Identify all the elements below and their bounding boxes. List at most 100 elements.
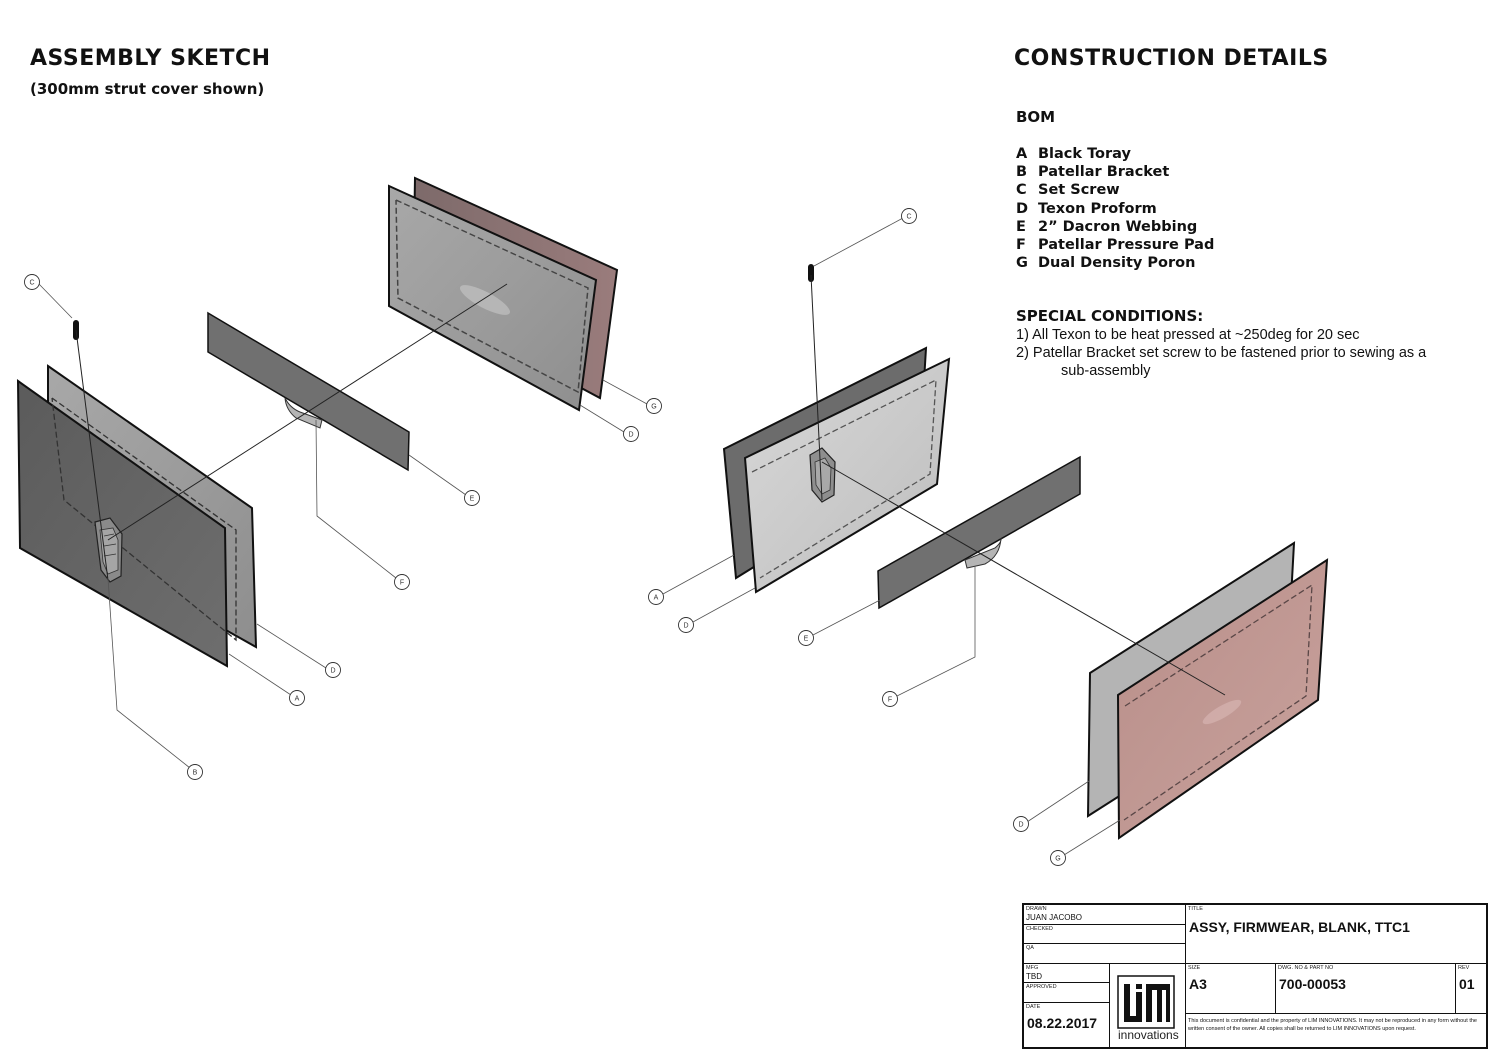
callout-left-e: E bbox=[464, 490, 480, 506]
callout-right-c: C bbox=[901, 208, 917, 224]
bom-item-key: A bbox=[1016, 146, 1028, 162]
bom-item-c: C Set Screw bbox=[1016, 181, 1214, 199]
left-leaders bbox=[37, 282, 648, 769]
tb-mfg-cell: MFG TBD bbox=[1024, 964, 1110, 983]
callout-left-c: C bbox=[24, 274, 40, 290]
tb-size-value: A3 bbox=[1189, 976, 1207, 992]
left-pressure-pad bbox=[284, 397, 323, 429]
condition-text: 1) All Texon to be heat pressed at ~250d… bbox=[1016, 327, 1360, 343]
callout-right-d: D bbox=[678, 617, 694, 633]
callout-letter: D bbox=[628, 432, 633, 439]
callout-right-e: E bbox=[798, 630, 814, 646]
right-assembly bbox=[722, 264, 1329, 840]
tb-date-cell: DATE 08.22.2017 bbox=[1024, 1003, 1110, 1047]
condition-item: 1) All Texon to be heat pressed at ~250d… bbox=[1016, 326, 1476, 344]
callout-left-a: A bbox=[289, 690, 305, 706]
right-texon-back-panel bbox=[743, 357, 951, 594]
callout-letter: D bbox=[330, 668, 335, 675]
lim-logo-word: innovations bbox=[1118, 1028, 1179, 1042]
bom-item-label: Black Toray bbox=[1038, 146, 1131, 162]
right-poron-stitch bbox=[1123, 583, 1313, 821]
bom-item-a: A Black Toray bbox=[1016, 145, 1214, 163]
right-set-screw bbox=[808, 264, 814, 282]
left-toray-stitch bbox=[51, 397, 237, 642]
bom-heading: BOM bbox=[1016, 108, 1056, 126]
left-toray-panel bbox=[16, 379, 229, 668]
construction-title: CONSTRUCTION DETAILS bbox=[1014, 46, 1329, 71]
tb-mfg-value: TBD bbox=[1026, 972, 1042, 981]
callout-left-d: D bbox=[325, 662, 341, 678]
callout-left-d: D bbox=[623, 426, 639, 442]
callout-letter: C bbox=[906, 214, 911, 221]
bom-item-e: E 2” Dacron Webbing bbox=[1016, 218, 1214, 236]
tb-qa-cell: QA bbox=[1024, 944, 1186, 964]
right-leaders bbox=[662, 217, 1121, 856]
callout-letter: G bbox=[651, 404, 656, 411]
tb-rev-cell: REV 01 bbox=[1456, 964, 1486, 1014]
right-texon-back-stitch bbox=[751, 378, 937, 579]
callout-right-d: D bbox=[1013, 816, 1029, 832]
left-assembly bbox=[16, 176, 619, 668]
tb-confidential-note: This document is confidential and the pr… bbox=[1188, 1018, 1477, 1032]
special-conditions-heading: SPECIAL CONDITIONS: bbox=[1016, 307, 1204, 325]
callout-right-a: A bbox=[648, 589, 664, 605]
tb-approved-cell: APPROVED bbox=[1024, 983, 1110, 1003]
callout-letter: C bbox=[29, 280, 34, 287]
bom-item-key: D bbox=[1016, 200, 1029, 217]
bom-item-label: Patellar Bracket bbox=[1038, 164, 1170, 181]
left-webbing-strap bbox=[207, 311, 410, 472]
lim-logo-mark bbox=[1117, 975, 1175, 1029]
tb-drawn-cell: DRAWN JUAN JACOBO bbox=[1024, 905, 1186, 925]
bom-item-label: Set Screw bbox=[1038, 182, 1120, 199]
left-texon-back-stitch bbox=[395, 199, 589, 394]
tb-date-value: 08.22.2017 bbox=[1027, 1015, 1098, 1031]
tb-dwg-value: 700-00053 bbox=[1279, 976, 1346, 992]
callout-right-g: G bbox=[1050, 850, 1066, 866]
callout-left-g: G bbox=[646, 398, 662, 414]
tb-confidential-cell: This document is confidential and the pr… bbox=[1186, 1014, 1486, 1047]
special-conditions-list: 1) All Texon to be heat pressed at ~250d… bbox=[1016, 326, 1476, 381]
bom-item-label: 2” Dacron Webbing bbox=[1038, 218, 1198, 235]
bom-item-b: B Patellar Bracket bbox=[1016, 163, 1214, 181]
bom-item-key: G bbox=[1016, 255, 1028, 272]
callout-letter: A bbox=[654, 595, 659, 602]
bom-item-d: D Texon Proform bbox=[1016, 200, 1214, 218]
callout-letter: B bbox=[193, 770, 198, 777]
callout-letter: E bbox=[804, 636, 809, 643]
callout-letter: F bbox=[888, 697, 892, 704]
assembly-subtitle: (300mm strut cover shown) bbox=[30, 80, 265, 98]
condition-text: 2) Patellar Bracket set screw to be fast… bbox=[1016, 345, 1427, 362]
tb-drawn-value: JUAN JACOBO bbox=[1026, 913, 1083, 922]
bom-item-key: F bbox=[1016, 237, 1026, 254]
condition-item: 2) Patellar Bracket set screw to be fast… bbox=[1016, 344, 1476, 380]
callout-letter: F bbox=[400, 580, 404, 587]
callout-left-f: F bbox=[394, 574, 410, 590]
callout-letter: E bbox=[470, 496, 475, 503]
callout-right-f: F bbox=[882, 691, 898, 707]
callout-letter: A bbox=[295, 696, 300, 703]
bom-item-key: B bbox=[1016, 164, 1028, 181]
bom-item-g: G Dual Density Poron bbox=[1016, 254, 1214, 272]
bom-item-label: Dual Density Poron bbox=[1038, 255, 1196, 272]
right-poron-panel bbox=[1116, 558, 1329, 840]
bom-item-label: Texon Proform bbox=[1038, 200, 1157, 217]
condition-continuation: sub-assembly bbox=[1061, 363, 1151, 380]
title-block: DRAWN JUAN JACOBO CHECKED QA MFG TBD APP… bbox=[1022, 903, 1488, 1049]
assembly-title: ASSEMBLY SKETCH bbox=[30, 46, 271, 71]
tb-size-cell: SIZE A3 bbox=[1186, 964, 1276, 1014]
right-webbing-strap bbox=[877, 455, 1081, 610]
tb-title-value: ASSY, FIRMWEAR, BLANK, TTC1 bbox=[1189, 919, 1410, 935]
bom-item-f: F Patellar Pressure Pad bbox=[1016, 236, 1214, 254]
tb-dwg-cell: DWG. NO & PART NO 700-00053 bbox=[1276, 964, 1456, 1014]
callout-letter: D bbox=[1018, 822, 1023, 829]
right-pressure-pad bbox=[964, 537, 1002, 569]
callout-letter: G bbox=[1055, 856, 1060, 863]
bom-item-key: E bbox=[1016, 218, 1026, 235]
bom-item-label: Patellar Pressure Pad bbox=[1038, 237, 1215, 254]
bom-item-key: C bbox=[1016, 182, 1027, 199]
tb-checked-cell: CHECKED bbox=[1024, 925, 1186, 944]
callout-letter: D bbox=[683, 623, 688, 630]
